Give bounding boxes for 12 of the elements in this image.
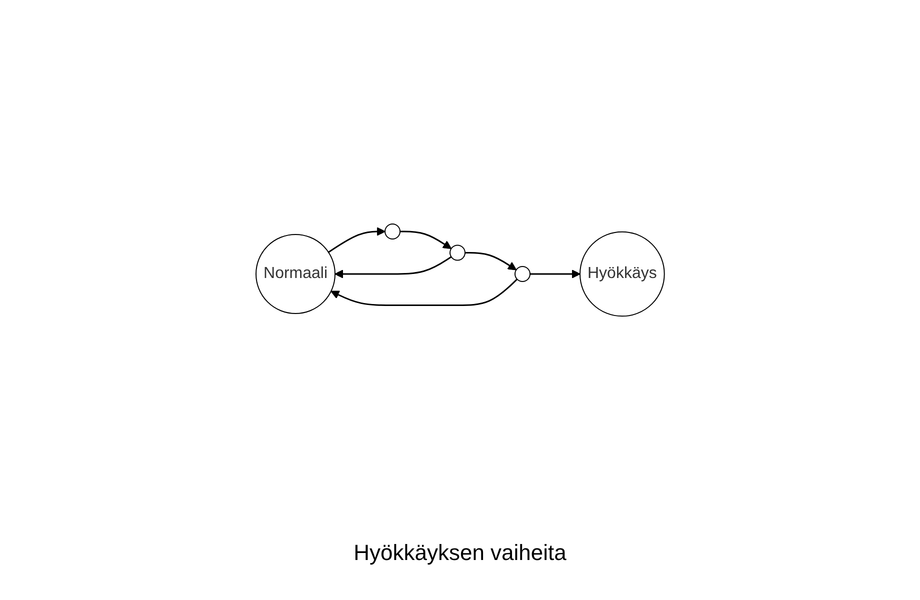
arrow	[400, 230, 452, 249]
node-circle: Normaali	[255, 234, 336, 314]
node-circle	[384, 223, 400, 240]
node-circle: Hyökkäys	[579, 231, 665, 317]
arrow	[464, 252, 516, 270]
arrow	[530, 270, 580, 278]
arrow	[330, 278, 518, 306]
stage-group-label: Hyökkäyksen vaiheita	[354, 540, 566, 566]
node-circle	[449, 244, 466, 261]
arrow	[328, 227, 386, 253]
arrow	[334, 256, 452, 278]
node-circle	[514, 266, 530, 282]
